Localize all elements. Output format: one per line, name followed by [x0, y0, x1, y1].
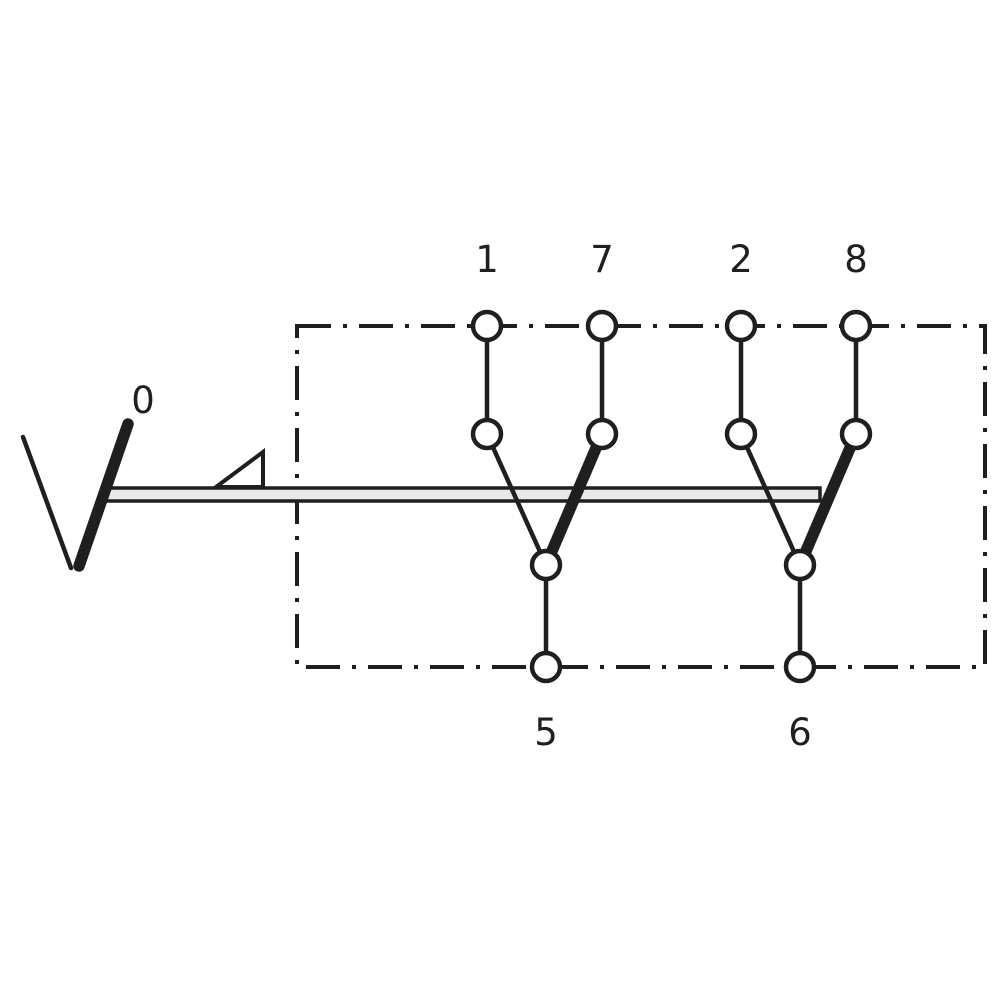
terminal-1-circle — [470, 309, 504, 343]
terminal-6-label: 6 — [788, 711, 812, 754]
contact-arm-open-left — [484, 431, 549, 568]
contact-arm-closed-left — [540, 428, 608, 571]
terminal-2-circle — [724, 309, 758, 343]
terminal-7-circle — [585, 309, 619, 343]
contact-arm-open-right — [738, 431, 803, 568]
terminal-7-label: 7 — [590, 238, 614, 281]
pivot-right-circle — [783, 548, 817, 582]
terminal-5-label: 5 — [534, 711, 558, 754]
actuator-bar — [102, 486, 822, 503]
position-0-label: 0 — [131, 379, 155, 422]
terminal-2-label: 2 — [729, 238, 753, 281]
contact-1-circle — [470, 417, 504, 451]
terminal-8-circle — [839, 309, 873, 343]
terminal-6-circle — [783, 650, 817, 684]
contact-8-circle — [839, 417, 873, 451]
detent-triangle-icon — [209, 448, 265, 489]
pivot-left-circle — [529, 548, 563, 582]
contact-2-circle — [724, 417, 758, 451]
terminal-5-circle — [529, 650, 563, 684]
contact-arm-closed-right — [794, 428, 862, 571]
contact-7-circle — [585, 417, 619, 451]
terminal-1-label: 1 — [475, 238, 499, 281]
terminal-8-label: 8 — [844, 238, 868, 281]
toggle-lever — [73, 418, 134, 572]
lever-travel-line — [20, 434, 74, 571]
